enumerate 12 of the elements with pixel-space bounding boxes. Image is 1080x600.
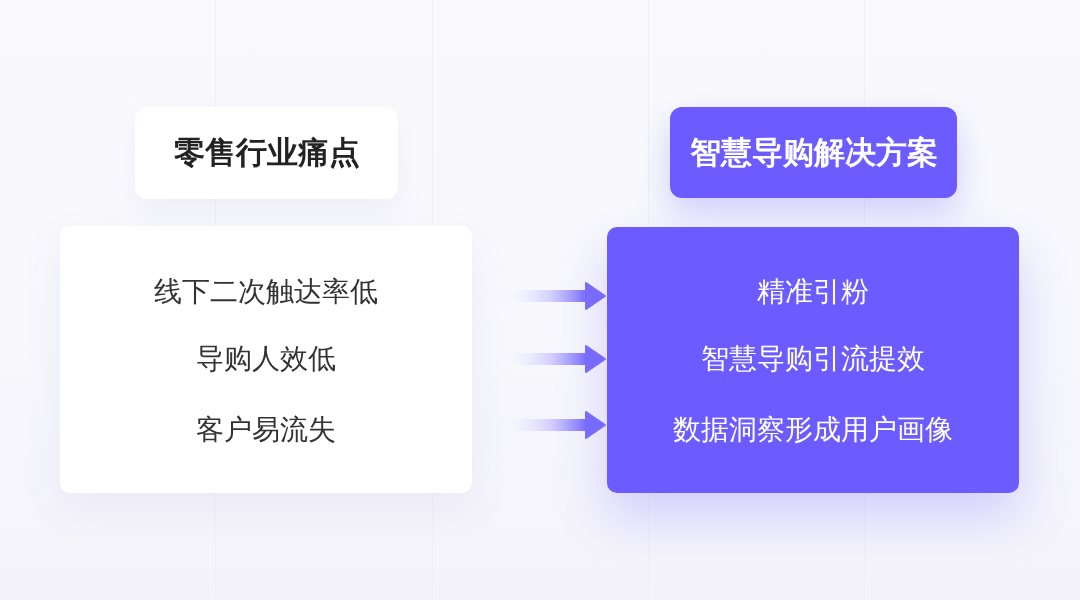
pain-points-panel: [60, 226, 472, 493]
header-text: 零售行业痛点: [173, 134, 360, 172]
pain-point-text: 线下二次触达率低: [154, 275, 378, 309]
header-card: [135, 107, 398, 199]
pain-point-text: 客户易流失: [196, 413, 336, 447]
header-card: [670, 107, 957, 198]
solutions-panel: [607, 227, 1019, 493]
pain-point-text: 导购人效低: [196, 342, 336, 376]
solution-text: 精准引粉: [757, 275, 869, 309]
solution-text: 数据洞察形成用户画像: [673, 413, 953, 447]
header-text: 智慧导购解决方案: [689, 133, 938, 172]
solution-text: 智慧导购引流提效: [701, 342, 925, 376]
